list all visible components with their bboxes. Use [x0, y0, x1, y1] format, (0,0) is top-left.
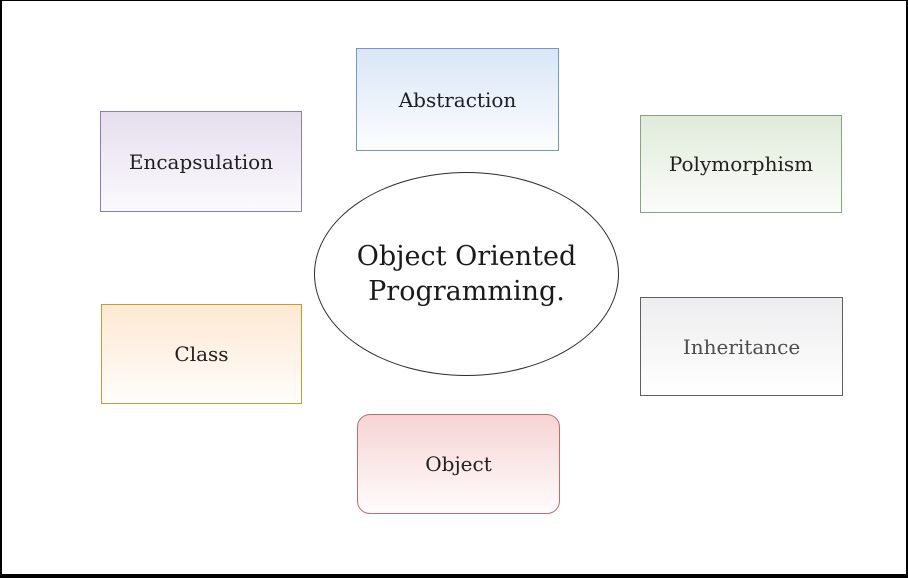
node-inheritance-label: Inheritance [682, 334, 801, 359]
node-object-label: Object [425, 452, 492, 476]
node-abstraction-label: Abstraction [398, 87, 517, 112]
center-ellipse-label: Object Oriented Programming. [357, 239, 576, 309]
node-encapsulation-label: Encapsulation [128, 149, 274, 174]
node-class: Class [101, 304, 302, 404]
node-polymorphism: Polymorphism [640, 115, 842, 213]
node-inheritance: Inheritance [640, 297, 843, 396]
center-ellipse-line2: Programming. [368, 276, 565, 307]
node-encapsulation: Encapsulation [100, 111, 302, 212]
center-ellipse: Object Oriented Programming. [314, 172, 619, 376]
center-ellipse-line1: Object Oriented [356, 240, 577, 272]
node-object: Object [357, 414, 560, 514]
node-polymorphism-label: Polymorphism [668, 152, 814, 176]
node-class-label: Class [174, 342, 229, 366]
node-abstraction: Abstraction [356, 48, 559, 151]
